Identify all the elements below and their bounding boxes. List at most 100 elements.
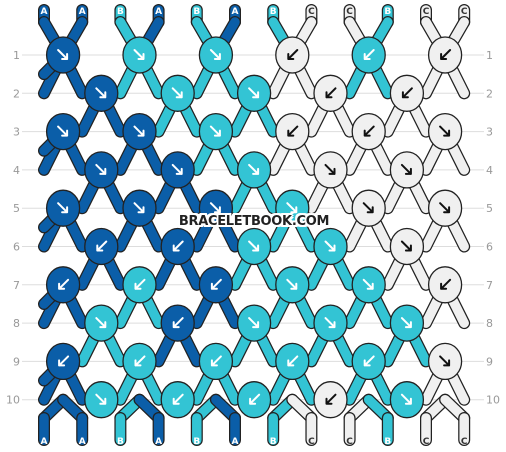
knot-arrow-icon xyxy=(58,355,70,367)
strand-label-bottom: A xyxy=(41,437,48,447)
row-label-right: 7 xyxy=(486,279,493,292)
knot xyxy=(427,112,463,151)
knot xyxy=(313,74,348,112)
knot-arrow-icon xyxy=(95,393,107,405)
row-label-left: 3 xyxy=(13,126,20,139)
knot xyxy=(275,112,310,151)
knot xyxy=(160,304,195,342)
knot xyxy=(84,74,119,112)
knot xyxy=(313,227,348,266)
row-label-right: 5 xyxy=(486,202,493,215)
knot xyxy=(427,36,463,74)
row-label-left: 7 xyxy=(13,279,20,292)
knot xyxy=(275,266,310,304)
row-label-left: 8 xyxy=(13,317,20,330)
knot xyxy=(122,112,157,151)
knot xyxy=(389,304,425,342)
strand-label-top: B xyxy=(270,7,277,17)
knot xyxy=(389,381,425,419)
knot-arrow-icon xyxy=(439,202,451,214)
knot xyxy=(84,381,119,419)
row-label-right: 9 xyxy=(486,355,493,368)
knot-grid xyxy=(45,36,463,419)
strand-label-top: B xyxy=(193,7,200,17)
row-label-right: 4 xyxy=(486,164,493,177)
knot xyxy=(427,189,463,227)
knot-arrow-icon xyxy=(286,202,298,214)
knot-arrow-icon xyxy=(401,87,413,99)
knot-arrow-icon xyxy=(172,393,184,405)
knot xyxy=(160,74,195,112)
knot xyxy=(198,36,234,74)
knot xyxy=(236,74,272,112)
watermark-text: BRACELETBOOK.COM xyxy=(178,214,330,229)
strand-label-bottom: C xyxy=(423,437,430,447)
knot xyxy=(45,112,81,151)
knot xyxy=(389,74,425,112)
knot xyxy=(313,304,348,342)
knot-arrow-icon xyxy=(325,393,337,405)
knot xyxy=(351,266,386,304)
knot xyxy=(389,227,425,266)
knot-arrow-icon xyxy=(209,125,221,137)
strand-label-top: A xyxy=(41,7,48,17)
knot xyxy=(84,304,119,342)
knot xyxy=(351,342,386,381)
knot xyxy=(275,342,310,381)
knot-arrow-icon xyxy=(58,278,70,290)
strand-label-top: B xyxy=(117,7,124,17)
knot-arrow-icon xyxy=(209,49,221,60)
strand-label-top: A xyxy=(155,7,162,17)
knot-arrow-icon xyxy=(439,355,451,367)
knot-arrow-icon xyxy=(172,317,184,329)
knot xyxy=(275,36,310,74)
strand-label-bottom: B xyxy=(117,437,124,447)
knot xyxy=(198,266,234,304)
knot xyxy=(160,151,195,189)
knot-arrow-icon xyxy=(209,202,221,214)
knot-arrow-icon xyxy=(171,163,183,175)
knot-arrow-icon xyxy=(171,87,183,99)
row-label-left: 2 xyxy=(13,87,20,100)
row-label-left: 10 xyxy=(6,394,20,407)
knot-arrow-icon xyxy=(324,240,336,252)
strand-label-bottom: A xyxy=(232,437,239,447)
strand-label-bottom: C xyxy=(461,437,468,447)
knot-arrow-icon xyxy=(324,317,336,329)
strand-label-bottom: A xyxy=(79,437,86,447)
knot xyxy=(198,342,234,381)
knot-arrow-icon xyxy=(249,393,261,405)
knot xyxy=(351,112,386,151)
knot-arrow-icon xyxy=(248,317,260,329)
knot-arrow-icon xyxy=(95,87,107,99)
knot xyxy=(45,36,81,74)
knot xyxy=(122,189,157,227)
strand-label-bottom: C xyxy=(346,437,353,447)
strand-label-bottom: B xyxy=(384,437,391,447)
knot-arrow-icon xyxy=(400,393,412,405)
row-label-right: 2 xyxy=(486,87,493,100)
row-label-right: 10 xyxy=(486,394,500,407)
strand-label-top: B xyxy=(384,7,391,17)
strand-label-bottom: B xyxy=(270,437,277,447)
knot-arrow-icon xyxy=(172,240,184,252)
row-label-right: 1 xyxy=(486,49,493,62)
knot-arrow-icon xyxy=(96,240,108,252)
knot xyxy=(122,36,157,74)
knot-arrow-icon xyxy=(400,240,412,252)
row-label-left: 5 xyxy=(13,202,20,215)
knot-arrow-icon xyxy=(440,49,452,60)
knot-arrow-icon xyxy=(363,125,375,137)
strand-label-top: C xyxy=(423,7,430,17)
knot-arrow-icon xyxy=(440,278,452,290)
row-label-left: 6 xyxy=(13,241,20,254)
strand-label-bottom: B xyxy=(193,437,200,447)
knot xyxy=(198,189,234,227)
strand-label-top: A xyxy=(232,7,239,17)
knot xyxy=(84,151,119,189)
knot-arrow-icon xyxy=(210,355,222,367)
knot xyxy=(122,266,157,304)
row-label-right: 6 xyxy=(486,241,493,254)
